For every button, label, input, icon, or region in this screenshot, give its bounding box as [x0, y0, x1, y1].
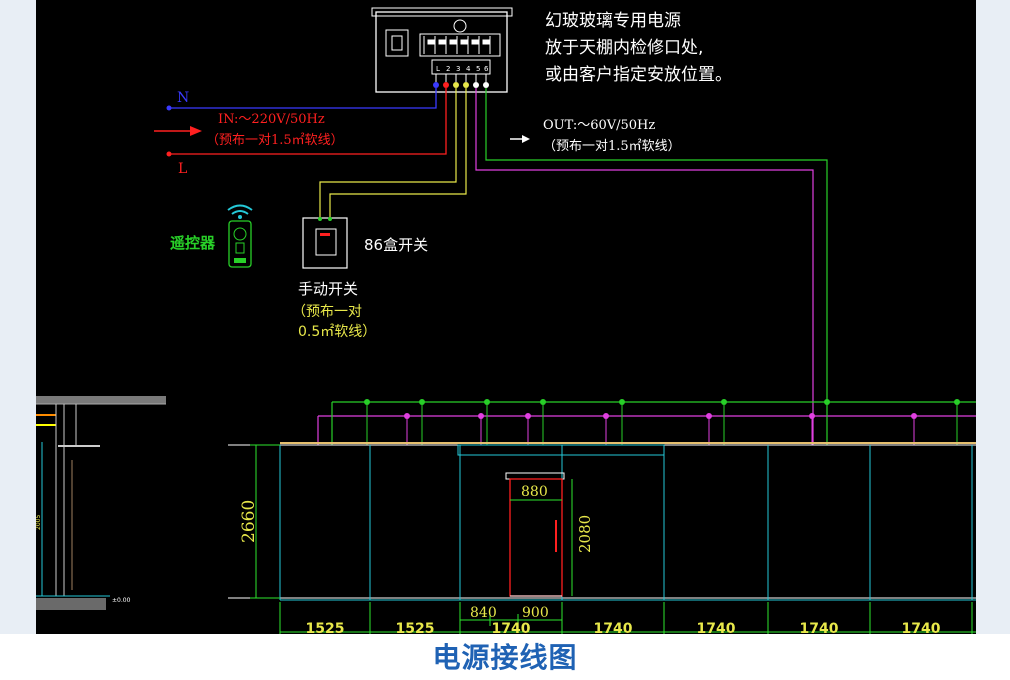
magenta-junction-dot — [525, 413, 531, 419]
wiring-diagram: L 2 3 4 5 6 幻玻玻璃专用电源 放于天棚内检修口处, — [35, 7, 976, 637]
magenta-junction-dot — [911, 413, 917, 419]
segment-dimension-text: 1740 — [902, 621, 941, 634]
glass-wall-elevation: 2660 880 2080 1525 1525 1740 1740 1740 1740 17… — [228, 399, 976, 637]
terminal-n-dot — [433, 82, 439, 88]
segment-dimension-text: 1525 — [396, 621, 435, 634]
segment-dimension-text: 1525 — [306, 621, 345, 634]
segment-dimension-text: 1740 — [800, 621, 839, 634]
wall-height-text: 2660 — [239, 500, 259, 543]
terminal-label: 2 — [446, 65, 450, 73]
glass-door — [505, 472, 565, 597]
door-height-text: 2080 — [576, 515, 594, 553]
supply-note: 幻玻玻璃专用电源 放于天棚内检修口处, 或由客户指定安放位置。 — [545, 11, 732, 85]
output-wire-note: （预布一对1.5㎡软线） — [543, 139, 681, 154]
green-junction-dot — [540, 399, 546, 405]
sub-dimension-text: 900 — [522, 605, 549, 621]
input-wiring: N L IN:～220V/50Hz （预布一对1.5㎡软线） — [154, 88, 447, 177]
segment-dimension-text: 1740 — [594, 621, 633, 634]
output-spec: OUT:～60V/50Hz （预布一对1.5㎡软线） — [510, 118, 681, 154]
terminal-l-dot — [443, 82, 449, 88]
output-wiring — [475, 88, 828, 445]
supply-note-line: 或由客户指定安放位置。 — [545, 65, 732, 85]
switch-wiring — [319, 88, 467, 218]
green-junction-dot — [954, 399, 960, 405]
section-height-text: 2005 — [36, 515, 42, 530]
green-junction-dot — [419, 399, 425, 405]
segment-dimension-text: 1740 — [697, 621, 736, 634]
green-junction-dot — [721, 399, 727, 405]
floor-level-text: ±0.00 — [112, 597, 131, 604]
panel-connections — [364, 399, 960, 445]
magenta-junction-dot — [478, 413, 484, 419]
input-spec: IN:～220V/50Hz — [218, 112, 325, 127]
magenta-junction-dot — [809, 413, 815, 419]
remote-label: 遥控器 — [170, 234, 216, 252]
terminal-label: 5 — [476, 65, 480, 73]
remote-control: 遥控器 — [170, 204, 253, 268]
terminal-label: 6 — [484, 65, 489, 73]
terminal-label: L — [436, 65, 440, 73]
green-junction-dot — [364, 399, 370, 405]
terminal-out-dot — [473, 82, 479, 88]
terminal-label: 3 — [456, 65, 460, 73]
diagram-caption: 电源接线图 — [432, 641, 578, 674]
terminal-switch-dot — [463, 82, 469, 88]
right-margin — [976, 0, 1010, 634]
magenta-junction-dot — [706, 413, 712, 419]
door-width-text: 880 — [521, 484, 548, 500]
cad-drawing: L 2 3 4 5 6 幻玻玻璃专用电源 放于天棚内检修口处, — [35, 0, 976, 637]
sub-dimension-text: 840 — [470, 605, 497, 621]
live-label: L — [178, 161, 187, 177]
green-junction-dot — [824, 399, 830, 405]
switch-wire-note: （预布一对 — [292, 304, 362, 320]
magenta-junction-dot — [603, 413, 609, 419]
segment-dimension-text: 1740 — [492, 621, 531, 634]
left-margin — [0, 0, 36, 634]
supply-note-line: 幻玻玻璃专用电源 — [545, 11, 681, 31]
terminal-out-dot — [483, 82, 489, 88]
green-junction-dot — [619, 399, 625, 405]
switch-box-label: 86盒开关 — [364, 236, 428, 254]
switch-wire-note: 0.5㎡软线） — [298, 324, 376, 340]
height-dimension: 2660 — [239, 444, 280, 599]
supply-note-line: 放于天棚内检修口处, — [545, 38, 703, 58]
terminal-block — [423, 36, 491, 82]
output-spec-text: OUT:～60V/50Hz — [543, 118, 655, 133]
terminal-label: 4 — [466, 65, 471, 73]
input-wire-note: （预布一对1.5㎡软线） — [206, 133, 344, 148]
power-supply-box: L 2 3 4 5 6 — [371, 7, 513, 93]
manual-switch-label: 手动开关 — [298, 280, 358, 298]
magenta-junction-dot — [404, 413, 410, 419]
wall-switch: 86盒开关 手动开关 （预布一对 0.5㎡软线） — [292, 217, 428, 340]
green-junction-dot — [484, 399, 490, 405]
neutral-label: N — [177, 90, 189, 106]
section-detail: 2005 ±0.00 — [35, 396, 166, 610]
door-dimensions: 880 2080 — [510, 479, 594, 596]
terminal-switch-dot — [453, 82, 459, 88]
